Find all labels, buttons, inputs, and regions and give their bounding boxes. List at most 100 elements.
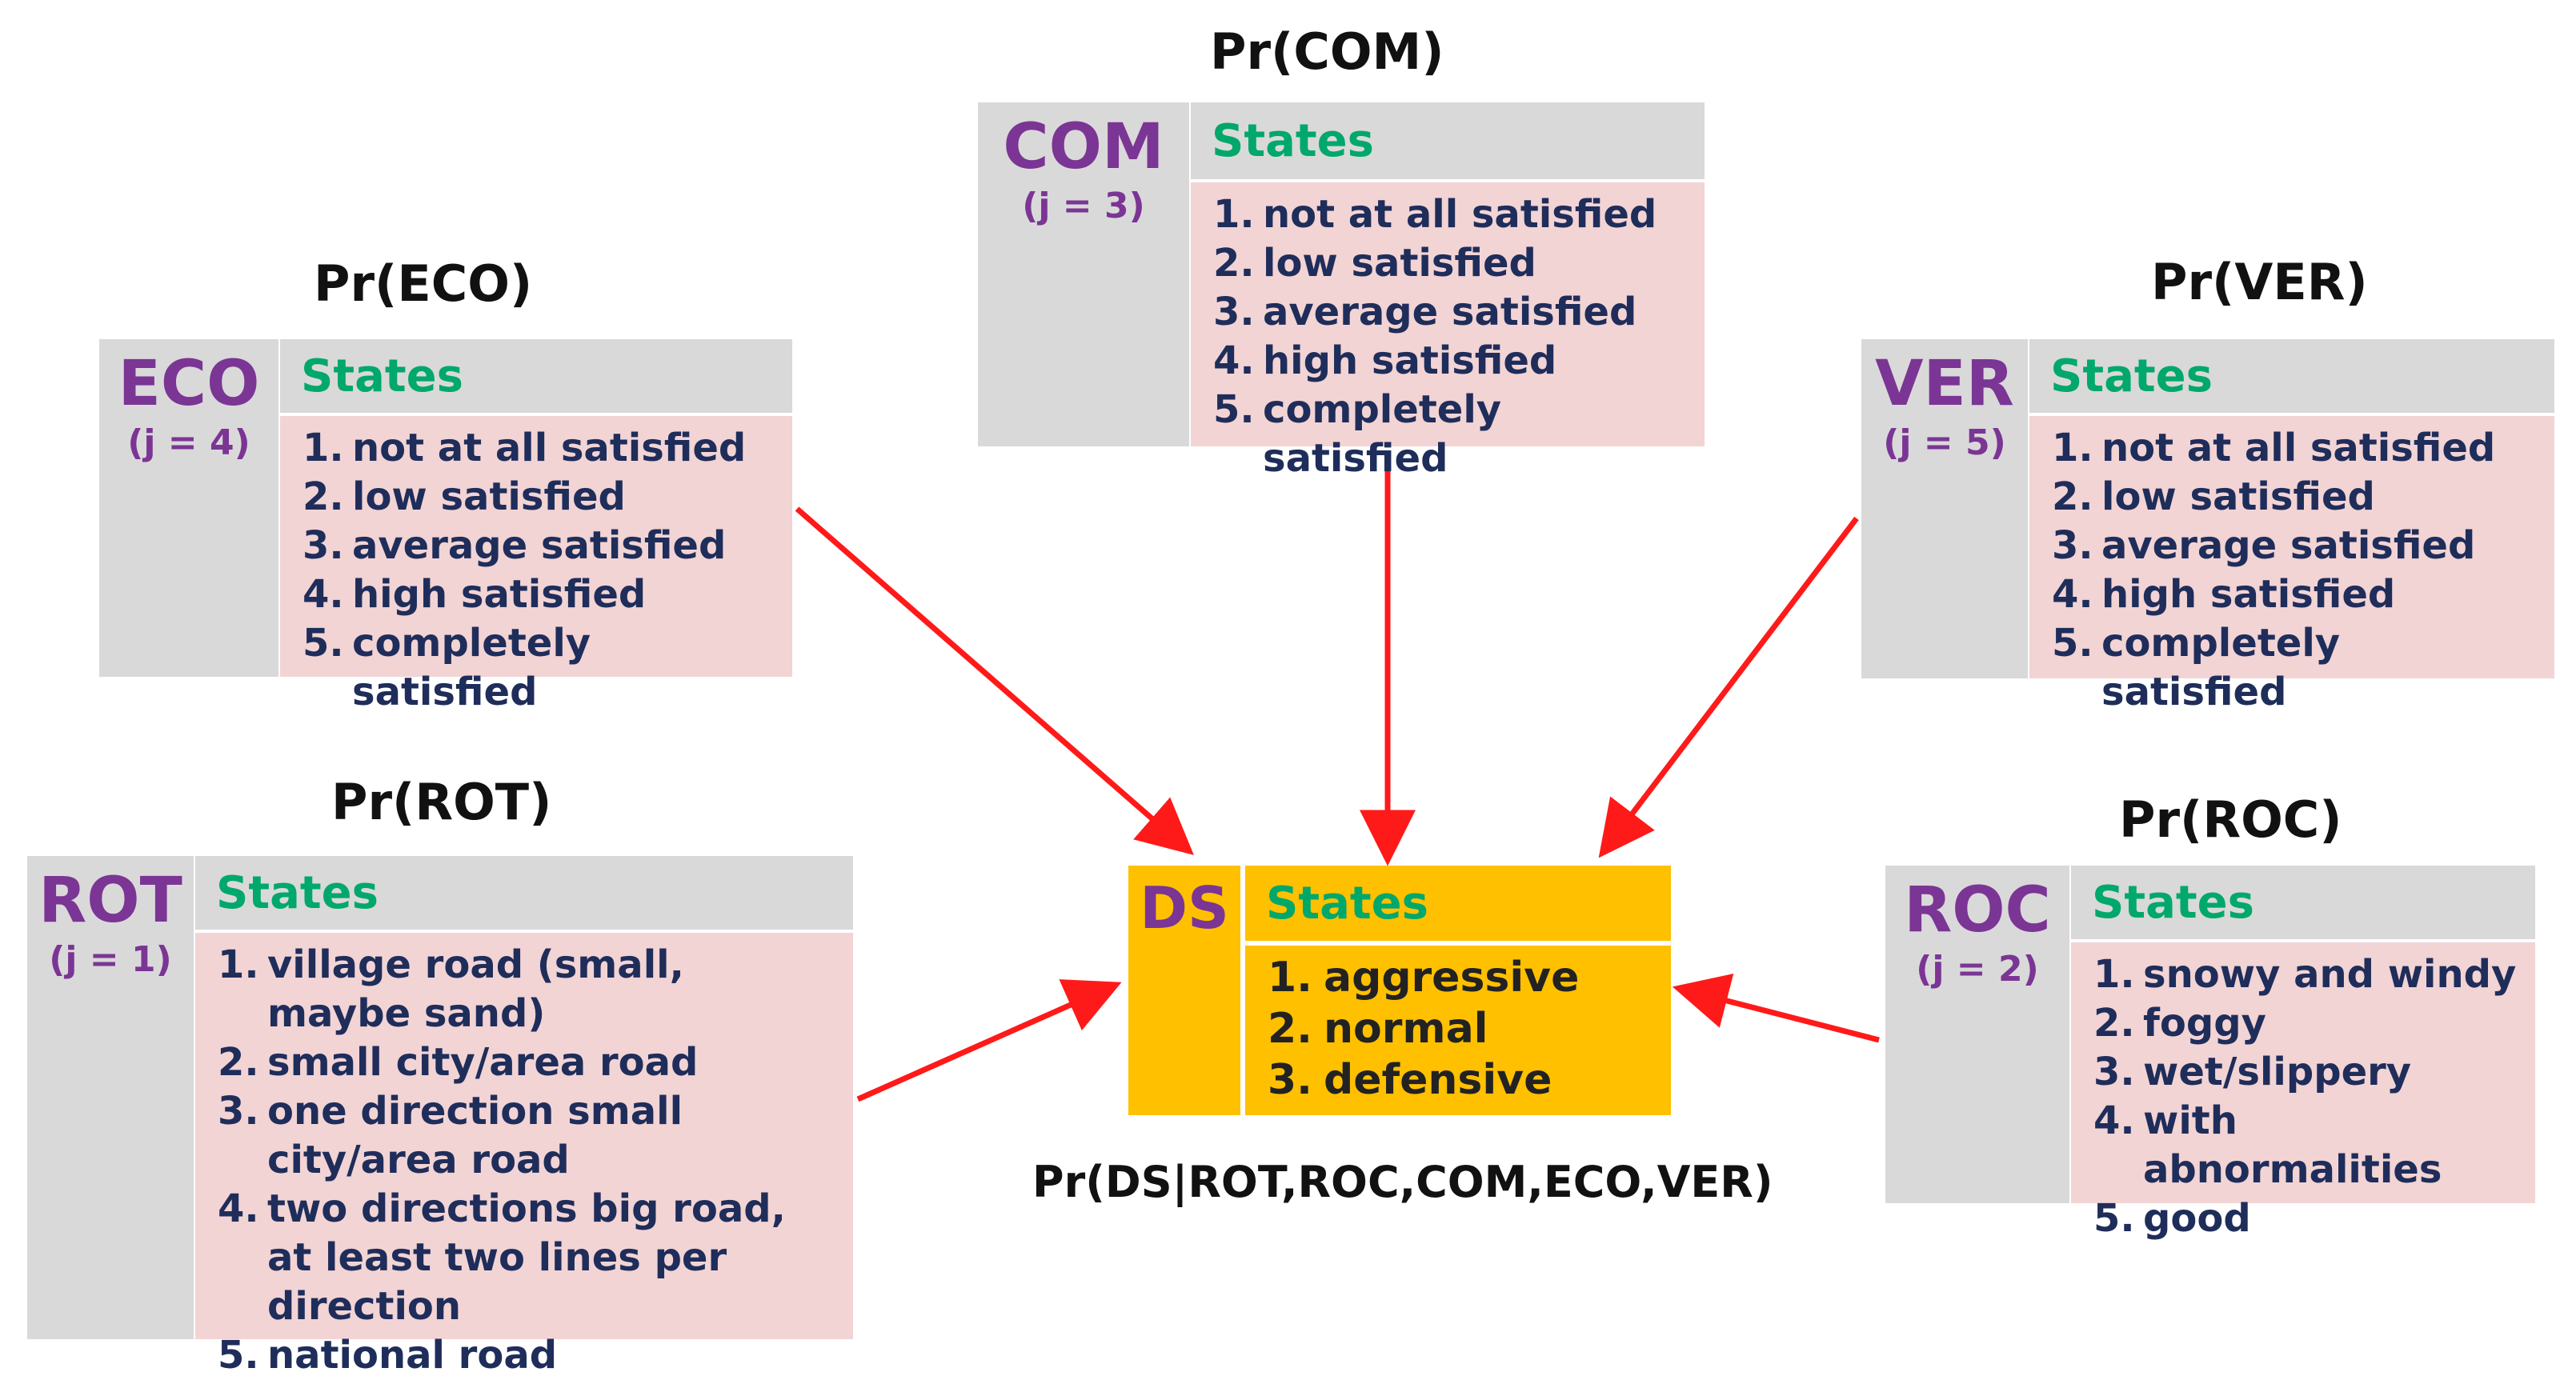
state-item-com: 3.average satisfied <box>1213 288 1689 337</box>
arrow-ver-to-ds <box>1598 516 1859 858</box>
state-number: 3. <box>2093 1050 2135 1094</box>
state-label: completely satisfied <box>352 621 591 714</box>
state-number: 5. <box>302 621 344 666</box>
state-item-com: 5.completely satisfied <box>1213 386 1689 483</box>
states-header-text-ver: States <box>2050 350 2213 402</box>
state-item-ds: 2.normal <box>1268 1003 1655 1054</box>
prob-label-ds: Pr(DS|ROT,ROC,COM,ECO,VER) <box>1032 1157 1773 1207</box>
state-label: low satisfied <box>2101 474 2375 519</box>
state-number: 3. <box>1213 290 1255 334</box>
states-header-com: States <box>1191 102 1705 179</box>
state-number: 2. <box>2093 1001 2135 1046</box>
state-item-roc: 3.wet/slippery <box>2093 1048 2519 1097</box>
node-rot: ROT (j = 1) States 1.village road (small… <box>27 856 853 1378</box>
states-header-roc: States <box>2071 866 2535 939</box>
state-number: 2. <box>2052 474 2093 519</box>
arrow-rot-to-ds <box>856 979 1122 1102</box>
state-label: completely satisfied <box>2101 621 2341 714</box>
state-label: national road <box>267 1333 558 1378</box>
state-number: 2. <box>302 474 344 519</box>
state-item-rot: 5.national road <box>218 1331 837 1380</box>
state-item-ds: 3.defensive <box>1268 1054 1655 1106</box>
state-number: 2. <box>218 1040 259 1085</box>
state-item-ver: 2.low satisfied <box>2052 473 2538 522</box>
state-label: two directions big road, at least two li… <box>267 1186 786 1329</box>
state-number: 4. <box>302 572 344 617</box>
var-name-ds: DS <box>1140 874 1229 942</box>
state-number: 1. <box>2093 952 2135 997</box>
state-number: 5. <box>2052 621 2093 666</box>
state-number: 3. <box>2052 523 2093 568</box>
state-label: village road (small, maybe sand) <box>267 942 684 1036</box>
var-index-ver: (j = 5) <box>1883 422 2006 463</box>
state-number: 1. <box>2052 426 2093 470</box>
prob-label-roc: Pr(ROC) <box>2119 790 2342 849</box>
state-label: high satisfied <box>2101 572 2396 617</box>
var-name-eco: ECO <box>118 348 260 420</box>
state-label: not at all satisfied <box>352 426 747 470</box>
state-item-roc: 2.foggy <box>2093 999 2519 1048</box>
states-header-rot: States <box>195 856 853 930</box>
var-cell-rot: ROT (j = 1) <box>27 856 194 1339</box>
state-number: 5. <box>2093 1196 2135 1241</box>
var-name-roc: ROC <box>1904 874 2051 946</box>
state-label: average satisfied <box>1263 290 1637 334</box>
state-label: wet/slippery <box>2143 1050 2412 1094</box>
arrow-eco-to-ds <box>795 506 1194 855</box>
var-cell-roc: ROC (j = 2) <box>1885 866 2069 1203</box>
state-item-eco: 5.completely satisfied <box>302 619 776 717</box>
state-label: not at all satisfied <box>2101 426 2496 470</box>
state-item-eco: 4.high satisfied <box>302 570 776 619</box>
prob-label-rot: Pr(ROT) <box>331 773 552 831</box>
state-number: 1. <box>302 426 344 470</box>
state-number: 3. <box>1268 1056 1312 1104</box>
var-cell-eco: ECO (j = 4) <box>99 339 278 677</box>
state-label: good <box>2143 1196 2251 1241</box>
state-item-eco: 3.average satisfied <box>302 522 776 570</box>
states-header-text-rot: States <box>216 866 379 919</box>
state-item-eco: 2.low satisfied <box>302 473 776 522</box>
node-eco: ECO (j = 4) States 1.not at all satisfie… <box>99 339 792 714</box>
states-header-text-com: States <box>1212 114 1374 167</box>
var-index-roc: (j = 2) <box>1916 948 2039 990</box>
states-header-text-eco: States <box>301 350 463 402</box>
var-cell-ds: DS <box>1128 866 1240 1115</box>
var-index-rot: (j = 1) <box>49 938 172 980</box>
state-label: average satisfied <box>2101 523 2476 568</box>
state-number: 4. <box>1213 338 1255 383</box>
state-item-com: 2.low satisfied <box>1213 239 1689 288</box>
state-item-rot: 3.one direction small city/area road <box>218 1087 837 1185</box>
var-name-rot: ROT <box>38 865 182 937</box>
prob-label-eco: Pr(ECO) <box>314 254 533 313</box>
state-number: 5. <box>1213 387 1255 432</box>
state-number: 1. <box>218 942 259 987</box>
state-item-rot: 2.small city/area road <box>218 1038 837 1087</box>
state-number: 1. <box>1268 954 1312 1002</box>
states-header-text-ds: States <box>1266 877 1428 930</box>
states-header-ver: States <box>2029 339 2554 413</box>
state-item-ds: 1.aggressive <box>1268 952 1655 1003</box>
state-label: low satisfied <box>1263 241 1536 286</box>
var-cell-ver: VER (j = 5) <box>1861 339 2028 678</box>
state-item-com: 1.not at all satisfied <box>1213 190 1689 239</box>
state-label: aggressive <box>1324 954 1580 1002</box>
states-list-rot: 1.village road (small, maybe sand)2.smal… <box>195 933 853 1378</box>
state-label: normal <box>1324 1005 1488 1053</box>
node-com: COM (j = 3) States 1.not at all satisfie… <box>978 102 1705 481</box>
state-item-ver: 3.average satisfied <box>2052 522 2538 570</box>
state-label: completely satisfied <box>1263 387 1502 481</box>
state-label: high satisfied <box>1263 338 1557 383</box>
state-number: 3. <box>218 1089 259 1134</box>
state-number: 2. <box>1213 241 1255 286</box>
state-item-ver: 5.completely satisfied <box>2052 619 2538 717</box>
state-number: 4. <box>218 1186 259 1231</box>
state-label: one direction small city/area road <box>267 1089 683 1182</box>
states-header-eco: States <box>280 339 792 413</box>
